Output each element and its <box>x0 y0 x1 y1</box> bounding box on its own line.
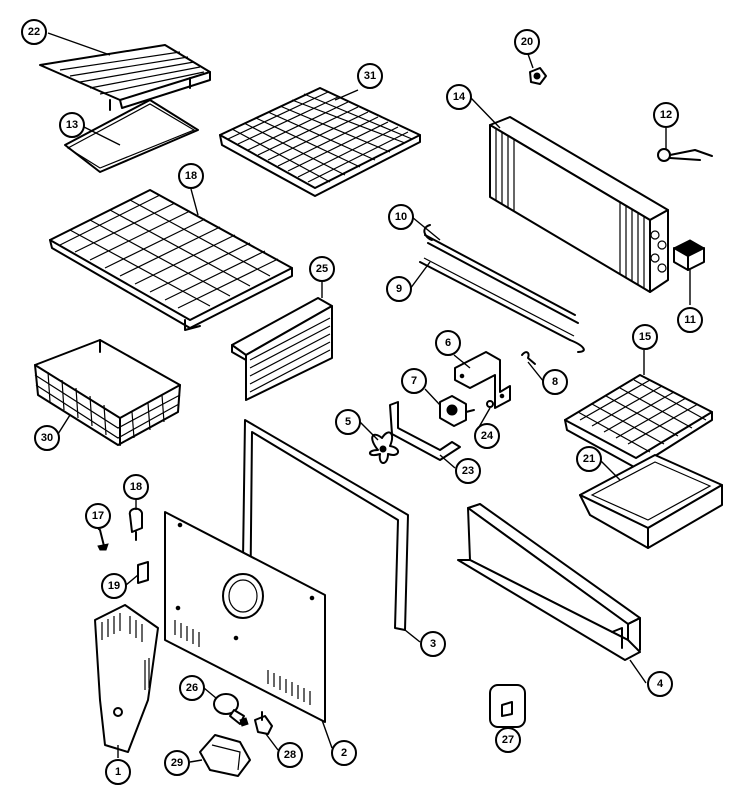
callout-14: 14 <box>446 84 472 110</box>
callout-19: 19 <box>101 573 127 599</box>
svg-text:7: 7 <box>411 375 417 387</box>
callout-24: 24 <box>474 423 500 449</box>
part-22-shelf-cover <box>39 44 211 111</box>
svg-text:28: 28 <box>284 749 296 761</box>
svg-text:29: 29 <box>171 757 183 769</box>
part-25-duct-cover <box>231 297 333 401</box>
callout-13: 13 <box>59 112 85 138</box>
callout-9: 9 <box>386 276 412 302</box>
svg-text:18: 18 <box>185 170 197 182</box>
callout-28: 28 <box>277 742 303 768</box>
svg-text:12: 12 <box>660 109 672 121</box>
callout-11: 11 <box>677 307 703 333</box>
part-29-light-cover <box>199 734 251 777</box>
part-24-screw <box>486 400 494 408</box>
callout-22: 22 <box>21 19 47 45</box>
callout-7: 7 <box>401 368 427 394</box>
part-21-ice-bin <box>579 454 723 549</box>
part-11-relay <box>672 239 706 271</box>
callout-1: 1 <box>105 759 131 785</box>
svg-text:23: 23 <box>462 465 474 477</box>
svg-text:24: 24 <box>481 430 494 442</box>
callout-10: 10 <box>388 204 414 230</box>
callout-2: 2 <box>331 740 357 766</box>
callout-26: 26 <box>179 675 205 701</box>
svg-text:1: 1 <box>115 766 121 778</box>
svg-text:5: 5 <box>345 416 351 428</box>
svg-text:2: 2 <box>341 747 347 759</box>
part-8-clip <box>521 351 536 365</box>
svg-text:20: 20 <box>521 36 533 48</box>
svg-text:25: 25 <box>316 263 328 275</box>
part-19-cover <box>137 561 149 584</box>
part-18-socket <box>128 507 143 541</box>
part-2-rear-panel <box>164 511 326 723</box>
callout-20: 20 <box>514 29 540 55</box>
callout-31: 31 <box>357 63 383 89</box>
svg-text:13: 13 <box>66 119 78 131</box>
part-18-wire-shelf <box>49 189 293 331</box>
svg-text:22: 22 <box>28 26 40 38</box>
callout-18-top: 18 <box>178 163 204 189</box>
svg-text:14: 14 <box>453 91 466 103</box>
part-5-fan-blade <box>369 431 399 464</box>
callout-18-lower: 18 <box>123 474 149 500</box>
part-4-channel <box>457 503 641 661</box>
svg-text:15: 15 <box>639 331 651 343</box>
part-14-evaporator <box>489 116 669 293</box>
callout-8: 8 <box>542 369 568 395</box>
svg-text:27: 27 <box>502 734 514 746</box>
part-13-wire-frame <box>64 99 199 173</box>
svg-text:26: 26 <box>186 682 198 694</box>
callout-17: 17 <box>85 503 111 529</box>
callout-12: 12 <box>653 102 679 128</box>
part-31-wire-shelf <box>219 87 421 197</box>
svg-text:10: 10 <box>395 211 407 223</box>
svg-text:9: 9 <box>396 283 402 295</box>
svg-text:31: 31 <box>364 70 376 82</box>
callout-3: 3 <box>420 631 446 657</box>
callout-4: 4 <box>647 671 673 697</box>
callout-27: 27 <box>495 727 521 753</box>
callout-5: 5 <box>335 409 361 435</box>
part-1-control-housing <box>94 604 159 753</box>
part-10-heater-tube <box>423 224 579 324</box>
svg-text:21: 21 <box>583 453 595 465</box>
part-23-motor-bracket <box>389 401 461 461</box>
svg-text:6: 6 <box>445 337 451 349</box>
callout-29: 29 <box>164 750 190 776</box>
svg-text:19: 19 <box>108 580 120 592</box>
callout-23: 23 <box>455 458 481 484</box>
part-6-bracket <box>454 351 511 409</box>
part-17-screw <box>97 529 109 551</box>
svg-text:3: 3 <box>430 638 436 650</box>
part-7-fan-motor <box>439 395 475 427</box>
svg-text:17: 17 <box>92 510 104 522</box>
callout-21: 21 <box>576 446 602 472</box>
svg-text:18: 18 <box>130 481 142 493</box>
part-27-switch <box>489 684 526 728</box>
svg-text:30: 30 <box>41 432 53 444</box>
callout-15: 15 <box>632 324 658 350</box>
part-20-knob <box>529 67 547 85</box>
part-15-ice-tray <box>564 374 713 469</box>
part-26-light-bulb <box>213 693 249 727</box>
part-12-sensor <box>657 148 713 162</box>
callout-6: 6 <box>435 330 461 356</box>
part-28-lamp-socket <box>254 711 273 735</box>
svg-text:4: 4 <box>657 678 664 690</box>
callout-25: 25 <box>309 256 335 282</box>
svg-text:8: 8 <box>552 376 558 388</box>
part-30-wire-basket <box>34 339 181 446</box>
svg-text:11: 11 <box>684 314 696 326</box>
callout-30: 30 <box>34 425 60 451</box>
part-9-heater-tube <box>419 257 585 353</box>
